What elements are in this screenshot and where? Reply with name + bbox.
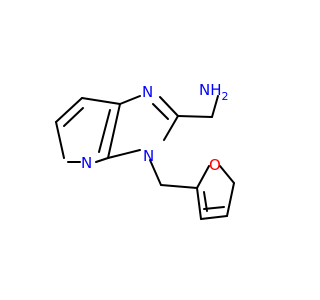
- pyridine-ring: [55, 97, 121, 163]
- bond: [95, 157, 109, 163]
- bond: [55, 97, 83, 123]
- structure-drawing: NH2 N N N O: [55, 81, 235, 220]
- bond: [107, 149, 141, 159]
- bond: [159, 96, 179, 117]
- imidazole-ring: [107, 95, 179, 159]
- bond: [55, 121, 65, 159]
- bond: [226, 182, 235, 217]
- bond: [81, 97, 121, 105]
- bond: [219, 165, 235, 184]
- bond: [177, 115, 213, 118]
- bond: [200, 215, 228, 220]
- bond: [203, 191, 208, 212]
- furan-ring: [196, 165, 235, 220]
- amine-label: NH2: [199, 81, 229, 103]
- bond: [196, 165, 210, 189]
- bond: [98, 109, 111, 153]
- imidazole-n3-label: N: [142, 83, 153, 101]
- bond: [160, 184, 198, 189]
- bond: [196, 187, 202, 220]
- bond: [211, 95, 219, 118]
- bond: [152, 103, 169, 120]
- bond: [119, 95, 141, 105]
- furan-o-label: O: [209, 156, 221, 174]
- bond: [63, 107, 84, 127]
- bond: [107, 103, 121, 159]
- pyridine-n-label: N: [81, 154, 92, 172]
- imidazole-n1-label: N: [143, 147, 154, 165]
- bond: [149, 159, 162, 186]
- molecule-canvas: NH2 N N N O: [55, 81, 235, 220]
- bond: [163, 115, 179, 141]
